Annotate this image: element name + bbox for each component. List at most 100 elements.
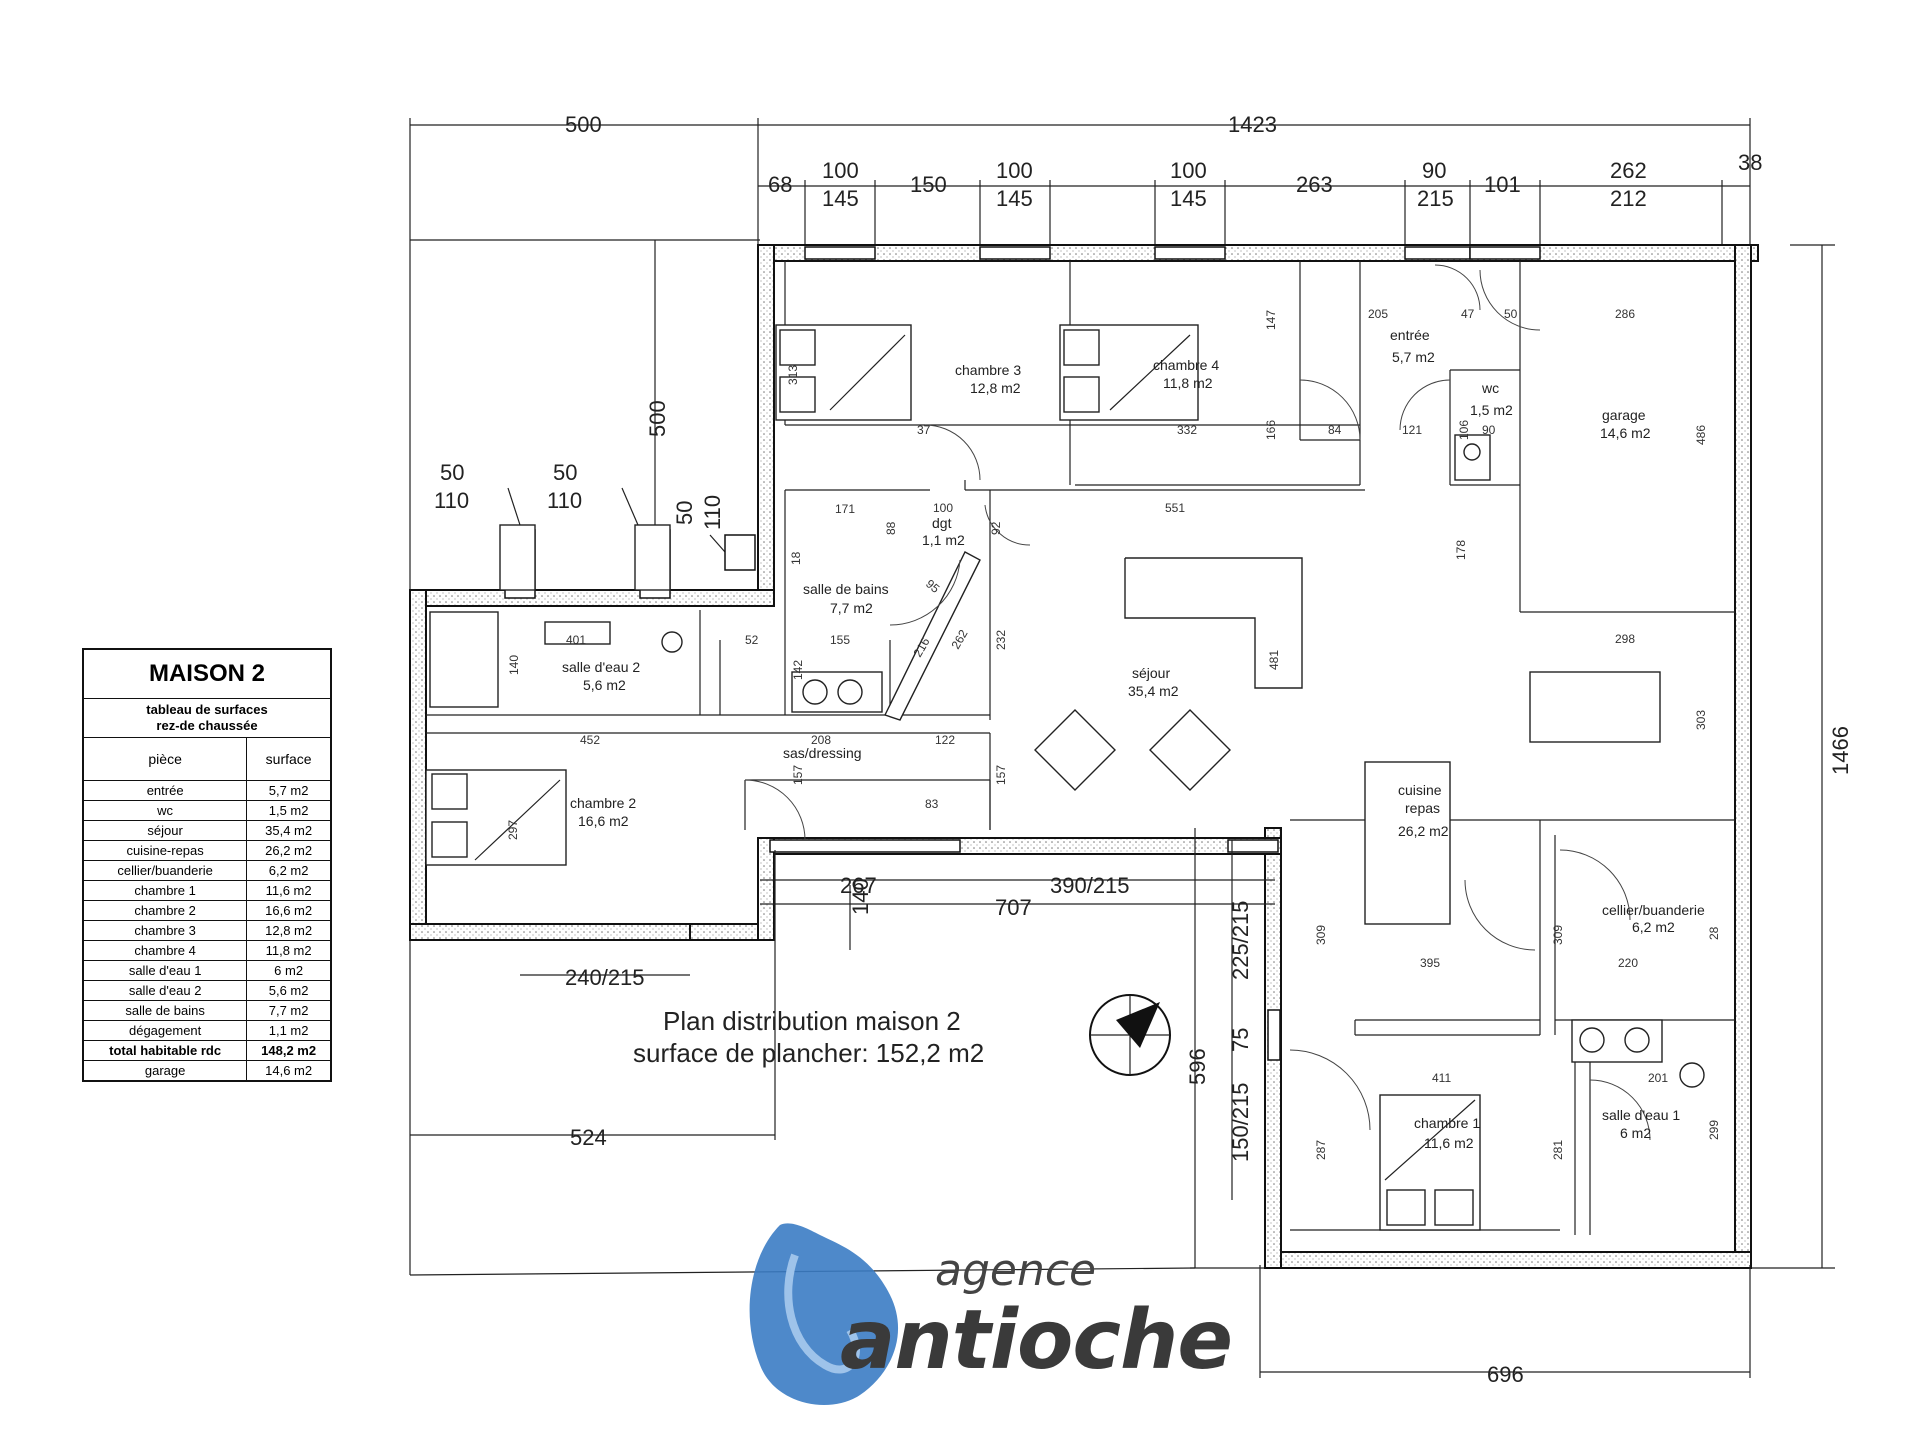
room-sdb-area: 7,7 m2: [830, 600, 873, 616]
idim-83: 83: [925, 797, 939, 811]
idim-155: 155: [830, 633, 850, 647]
idim-166: 166: [1264, 420, 1278, 440]
room-garage-area: 14,6 m2: [1600, 425, 1651, 441]
site-outline: [409, 239, 1470, 1276]
idim-18: 18: [789, 551, 803, 565]
room-dgt-area: 1,1 m2: [922, 532, 965, 548]
room-sas-name: sas/dressing: [783, 745, 862, 761]
idim-232: 232: [994, 630, 1008, 650]
dim-500-top: 500: [565, 112, 602, 137]
idim-395: 395: [1420, 956, 1440, 970]
dim-212: 212: [1610, 186, 1647, 211]
room-sejour-name: séjour: [1132, 665, 1170, 681]
room-cellier-area: 6,2 m2: [1632, 919, 1675, 935]
table-cell-surface: 14,6 m2: [246, 1060, 332, 1082]
dim-100c: 100: [1170, 158, 1207, 183]
agency-logo: agence antioche: [740, 1215, 1233, 1415]
idim-37: 37: [917, 423, 931, 437]
idim-287: 287: [1314, 1140, 1328, 1160]
dim-390-215: 390/215: [1050, 873, 1130, 898]
dim-1423: 1423: [1228, 112, 1277, 137]
room-entree-name: entrée: [1390, 327, 1430, 343]
idim-309a: 309: [1314, 925, 1328, 945]
room-cuisine-name: cuisine: [1398, 782, 1442, 798]
table-cell-room: chambre 1: [82, 880, 248, 901]
idim-481: 481: [1267, 650, 1281, 670]
table-cell-room: dégagement: [82, 1020, 248, 1041]
table-cell-room: entrée: [82, 780, 248, 801]
table-cell-room: salle d'eau 1: [82, 960, 248, 981]
dim-101: 101: [1484, 172, 1521, 197]
plan-title-line1: Plan distribution maison 2: [663, 1006, 961, 1036]
idim-28: 28: [1707, 926, 1721, 940]
table-col-surface: surface: [246, 737, 332, 781]
room-entree-area: 5,7 m2: [1392, 349, 1435, 365]
table-col-room: pièce: [82, 737, 248, 781]
room-chambre2-area: 16,6 m2: [578, 813, 629, 829]
table-cell-surface: 16,6 m2: [246, 900, 332, 921]
table-cell-room: cellier/buanderie: [82, 860, 248, 881]
table-cell-room: salle d'eau 2: [82, 980, 248, 1001]
interior-dimension-labels: 205 47 50 286 147 166 84 121 90 106 486 …: [506, 307, 1721, 1160]
dim-50a: 50: [440, 460, 464, 485]
table-cell-surface: 5,7 m2: [246, 780, 332, 801]
room-dgt-name: dgt: [932, 515, 952, 531]
idim-205: 205: [1368, 307, 1388, 321]
dim-50b: 50: [553, 460, 577, 485]
idim-401: 401: [566, 633, 586, 647]
room-sdb-name: salle de bains: [803, 581, 889, 597]
table-subtitle: tableau de surfaces rez-de chaussée: [82, 698, 332, 738]
dim-225-215: 225/215: [1228, 900, 1253, 980]
idim-178: 178: [1454, 540, 1468, 560]
dim-110a: 110: [434, 488, 469, 513]
idim-142: 142: [791, 660, 805, 680]
idim-157a: 157: [791, 765, 805, 785]
idim-50: 50: [1504, 307, 1518, 321]
idim-100: 100: [933, 501, 953, 515]
idim-171: 171: [835, 502, 855, 516]
dim-90: 90: [1422, 158, 1446, 183]
idim-140: 140: [507, 655, 521, 675]
dim-696: 696: [1487, 1362, 1524, 1387]
dim-140: 140: [848, 878, 873, 915]
idim-47: 47: [1461, 307, 1475, 321]
dim-145a: 145: [822, 186, 859, 211]
room-chambre4-name: chambre 4: [1153, 357, 1219, 373]
table-cell-room: chambre 4: [82, 940, 248, 961]
room-chambre3-area: 12,8 m2: [970, 380, 1021, 396]
idim-220: 220: [1618, 956, 1638, 970]
idim-92: 92: [989, 521, 1003, 535]
room-wc-area: 1,5 m2: [1470, 402, 1513, 418]
table-cell-room: garage: [82, 1060, 248, 1082]
dim-100b: 100: [996, 158, 1033, 183]
dim-150: 150: [910, 172, 947, 197]
room-sejour-area: 35,4 m2: [1128, 683, 1179, 699]
idim-297: 297: [506, 820, 520, 840]
dim-596: 596: [1185, 1048, 1210, 1085]
room-sde2-area: 5,6 m2: [583, 677, 626, 693]
idim-95: 95: [923, 577, 942, 597]
bottom-dimensions: [410, 828, 1751, 1378]
table-cell-surface: 11,6 m2: [246, 880, 332, 901]
idim-88: 88: [884, 521, 898, 535]
idim-262: 262: [948, 627, 970, 652]
idim-299: 299: [1707, 1120, 1721, 1140]
table-title: MAISON 2: [82, 648, 332, 699]
idim-452: 452: [580, 733, 600, 747]
dim-524: 524: [570, 1125, 607, 1150]
dim-240-215: 240/215: [565, 965, 645, 990]
table-cell-surface: 12,8 m2: [246, 920, 332, 941]
idim-208: 208: [811, 733, 831, 747]
dim-215: 215: [1417, 186, 1454, 211]
room-cuisine-name2: repas: [1405, 800, 1440, 816]
table-cell-surface: 5,6 m2: [246, 980, 332, 1001]
